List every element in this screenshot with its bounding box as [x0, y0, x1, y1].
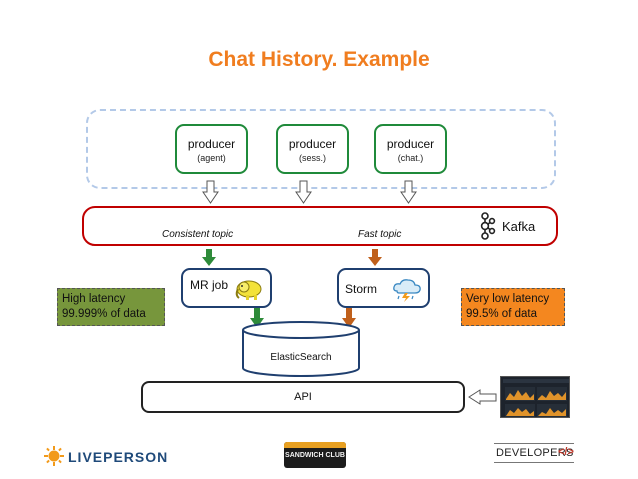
kafka-label: Kafka [502, 219, 536, 234]
producer-name: producer [386, 137, 435, 151]
high-latency-line2: 99.999% of data [62, 308, 146, 320]
low-latency-line1: Very low latency [466, 293, 550, 305]
hollow-arrow-to-api [468, 389, 497, 405]
producer-session-box: producer (sess.) [276, 124, 349, 174]
kafka-bar [82, 206, 558, 246]
high-latency-note: High latency 99.999% of data [57, 288, 165, 326]
dashboard-graphs [503, 379, 569, 417]
hollow-arrow-session [295, 180, 312, 204]
elasticsearch-label: ElasticSearch [270, 352, 332, 363]
developers-top-rule [494, 443, 574, 444]
developers-logo: DEVELOPERS </> [494, 441, 574, 465]
green-arrow-to-mrjob [202, 249, 216, 266]
api-box: API [141, 381, 465, 413]
producer-agent-box: producer (agent) [175, 124, 248, 174]
sandwich-club-stripe [284, 442, 346, 448]
producer-sub: (agent) [197, 153, 226, 163]
orange-arrow-to-elasticsearch [342, 308, 356, 328]
producer-sub: (sess.) [299, 153, 326, 163]
developers-bottom-rule [494, 462, 574, 463]
sandwich-club-logo: SANDWICH CLUB [284, 442, 346, 468]
elasticsearch-cylinder [242, 321, 360, 377]
page-title: Chat History. Example [208, 48, 430, 71]
low-latency-line2: 99.5% of data [466, 308, 537, 320]
kafka-icon [480, 212, 496, 240]
liveperson-logo: LIVEPERSON [68, 449, 169, 465]
sandwich-club-text: SANDWICH CLUB [285, 452, 345, 459]
producer-sub: (chat.) [397, 153, 424, 163]
orange-arrow-to-storm [368, 249, 382, 266]
dashboard-thumbnail [500, 376, 570, 418]
fast-topic-label: Fast topic [358, 229, 402, 240]
developers-text: DEVELOPERS [496, 447, 574, 459]
hadoop-elephant-icon [235, 280, 262, 300]
hollow-arrow-agent [202, 180, 219, 204]
high-latency-line1: High latency [62, 293, 126, 305]
hollow-arrow-chat [400, 180, 417, 204]
mrjob-box [181, 268, 272, 308]
producer-name: producer [288, 137, 337, 151]
mrjob-label: MR job [190, 278, 229, 292]
green-arrow-to-elasticsearch [250, 308, 264, 328]
producer-chat-box: producer (chat.) [374, 124, 447, 174]
low-latency-note: Very low latency 99.5% of data [461, 288, 565, 326]
producer-name: producer [187, 137, 236, 151]
storm-cloud-icon [393, 279, 421, 302]
storm-label: Storm [345, 282, 378, 296]
liveperson-sun-icon [44, 446, 64, 466]
consistent-topic-label: Consistent topic [162, 229, 234, 240]
code-brackets-icon: </> [558, 446, 574, 458]
producer-group [86, 109, 556, 189]
